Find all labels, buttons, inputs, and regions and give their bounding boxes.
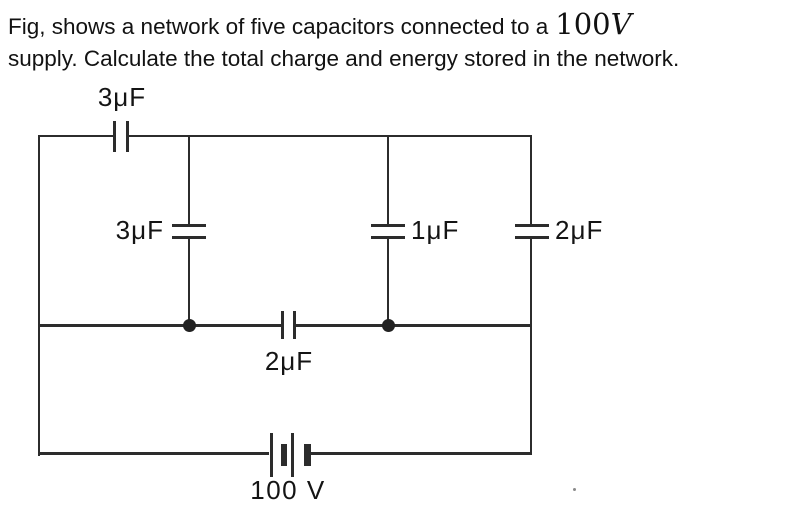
capacitor-left-branch-label: 3μF bbox=[115, 215, 164, 245]
battery-short-plate-2 bbox=[304, 444, 311, 466]
battery-voltage-label: 100 V bbox=[250, 475, 326, 505]
junction-dot-right bbox=[382, 319, 395, 332]
capacitor-middle-series-plate-right bbox=[293, 311, 296, 339]
problem-line-2: supply. Calculate the total charge and e… bbox=[8, 46, 680, 71]
wire-top-right-segment bbox=[129, 135, 532, 137]
capacitor-right-branch-plate-bottom bbox=[515, 236, 549, 239]
capacitor-right-branch-label: 2μF bbox=[555, 215, 604, 245]
wire-middle-right-segment bbox=[296, 324, 532, 327]
junction-dot-left bbox=[183, 319, 196, 332]
wire-right-branch-upper bbox=[530, 135, 532, 225]
wire-bottom-right-segment bbox=[311, 452, 532, 455]
voltage-unit: V bbox=[610, 7, 632, 41]
capacitor-middle-series-label: 2μF bbox=[264, 346, 314, 376]
wire-left-side bbox=[38, 135, 40, 456]
voltage-number: 100 bbox=[555, 7, 611, 41]
wire-middle-branch-lower bbox=[387, 239, 389, 325]
problem-statement: Fig, shows a network of five capacitors … bbox=[8, 8, 800, 75]
wire-left-branch-upper bbox=[188, 137, 190, 225]
problem-line1-text: Fig, shows a network of five capacitors … bbox=[8, 14, 549, 39]
stray-speck bbox=[573, 488, 576, 491]
capacitor-middle-branch-plate-top bbox=[371, 224, 405, 227]
battery-short-plate-1 bbox=[281, 444, 287, 466]
capacitor-top-label: 3μF bbox=[97, 82, 147, 112]
wire-left-branch-lower bbox=[188, 239, 190, 326]
problem-line-1: Fig, shows a network of five capacitors … bbox=[8, 8, 800, 43]
capacitor-top-plate-right bbox=[126, 121, 129, 152]
battery-long-plate-1 bbox=[270, 433, 273, 477]
wire-right-branch-lower bbox=[530, 239, 532, 455]
capacitor-middle-branch-label: 1μF bbox=[411, 215, 460, 245]
capacitor-middle-branch-plate-bottom bbox=[371, 236, 405, 239]
capacitor-left-branch-plate-top bbox=[172, 224, 206, 227]
wire-top-left-segment bbox=[38, 135, 114, 137]
capacitor-top-plate-left bbox=[113, 121, 116, 152]
capacitor-right-branch-plate-top bbox=[515, 224, 549, 227]
wire-middle-branch-upper bbox=[387, 137, 389, 225]
wire-middle-left-segment bbox=[38, 324, 282, 327]
battery-long-plate-2 bbox=[291, 433, 294, 477]
wire-bottom-left-segment bbox=[38, 452, 269, 455]
supply-voltage-math: 100V bbox=[555, 7, 631, 41]
capacitor-middle-series-plate-left bbox=[281, 311, 284, 339]
capacitor-left-branch-plate-bottom bbox=[172, 236, 206, 239]
